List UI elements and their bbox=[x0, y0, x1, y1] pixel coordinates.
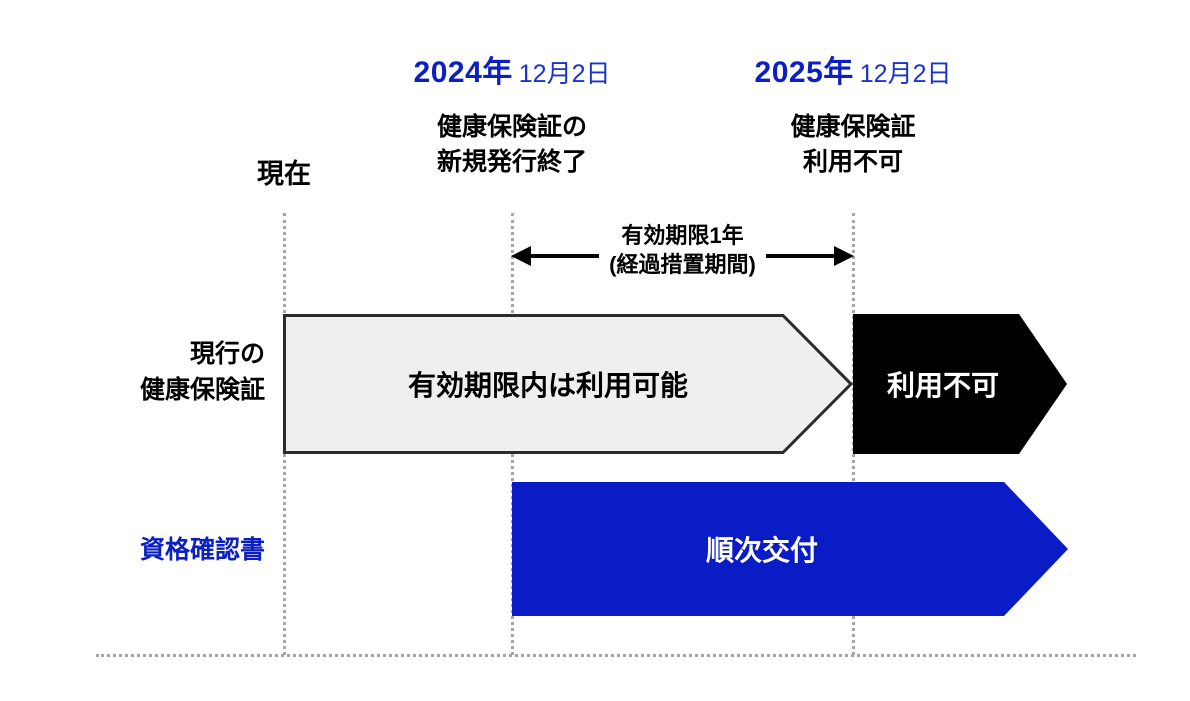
bar-unusable: 利用不可 bbox=[853, 314, 1067, 454]
transition-period-label: 有効期限1年 (経過措置期間) bbox=[512, 222, 853, 279]
row-label-line1: 資格確認書 bbox=[139, 536, 265, 564]
milestone-2025-year: 2025年 bbox=[754, 56, 854, 89]
row-label-line2: 健康保険証 bbox=[139, 375, 265, 404]
milestone-2024-event-line1: 健康保険証の bbox=[436, 113, 587, 141]
milestone-2025-event-line2: 利用不可 bbox=[802, 147, 903, 176]
row-label-current-insurance-card: 現行の 健康保険証 bbox=[30, 337, 265, 408]
milestone-2024-day: 12月2日 bbox=[518, 60, 611, 88]
now-marker-label: 現在 bbox=[257, 159, 311, 189]
milestone-2024-year: 2024年 bbox=[413, 56, 513, 89]
milestone-2024-event: 健康保険証の 新規発行終了 bbox=[352, 110, 672, 179]
milestone-2025-event: 健康保険証 利用不可 bbox=[693, 110, 1013, 179]
bar-valid-until-expiry: 有効期限内は利用可能 bbox=[283, 314, 853, 454]
row-label-line1: 現行の bbox=[189, 340, 265, 368]
transition-period-line2: (経過措置期間) bbox=[609, 251, 756, 277]
milestone-2025-event-line1: 健康保険証 bbox=[790, 113, 916, 141]
milestone-2024-event-line2: 新規発行終了 bbox=[436, 147, 587, 176]
bar-sequential-issuance: 順次交付 bbox=[512, 482, 1068, 616]
row-label-qualification-certificate: 資格確認書 bbox=[30, 533, 265, 569]
timeline-baseline bbox=[96, 654, 1136, 657]
transition-period-line1: 有効期限1年 bbox=[621, 223, 744, 248]
transition-period-arrow bbox=[509, 240, 856, 272]
milestone-2025-day: 12月2日 bbox=[859, 60, 952, 88]
